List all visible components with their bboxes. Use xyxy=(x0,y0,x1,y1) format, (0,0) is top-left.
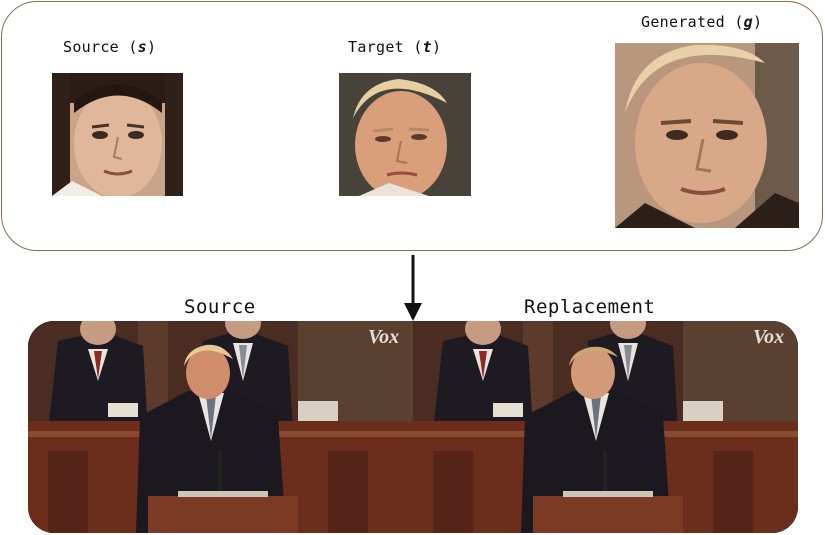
source-face-var: s xyxy=(137,38,148,56)
source-face-label-text: Source xyxy=(63,38,119,56)
vox-watermark-right: Vox xyxy=(753,326,784,348)
video-source-label: Source xyxy=(184,296,256,318)
down-arrow-icon xyxy=(404,255,422,321)
replacement-video-frame: Vox xyxy=(413,321,798,533)
target-face-var: t xyxy=(422,38,433,56)
source-face-image xyxy=(52,73,183,196)
source-face-label: Source (s) xyxy=(63,38,157,56)
generated-face-var: g xyxy=(743,13,753,31)
vox-watermark-left: Vox xyxy=(368,326,399,348)
target-face-label: Target (t) xyxy=(348,38,442,56)
source-video-frame: Vox xyxy=(28,321,413,533)
generated-face-label: Generated (g) xyxy=(641,13,763,31)
generated-face-label-text: Generated xyxy=(641,13,725,31)
target-face-image xyxy=(339,73,471,196)
video-comparison: Vox Vox xyxy=(28,321,798,533)
generated-face-image xyxy=(615,43,799,228)
video-replacement-label: Replacement xyxy=(524,296,656,318)
target-face-label-text: Target xyxy=(348,38,404,56)
